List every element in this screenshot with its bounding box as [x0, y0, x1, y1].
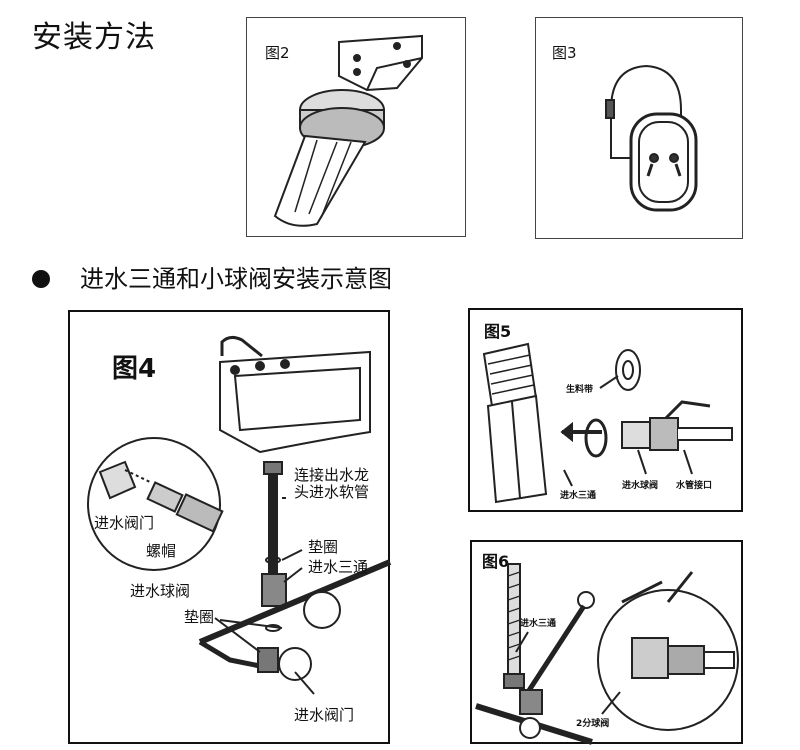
callout-hose-line-1: 连接出水龙	[294, 466, 370, 484]
figure-5-panel: 图5 生料带 进水三通 进水球阀	[468, 308, 743, 512]
figure-5-label: 图5	[484, 322, 512, 341]
figure-2-panel: 图2	[246, 17, 466, 237]
fig6-callout-tee: 进水三通	[520, 619, 557, 629]
fig5-callout-tape: 生料带	[566, 385, 594, 395]
figure-6-label: 图6	[482, 552, 510, 571]
callout-inlet-valve-bottom: 进水阀门	[294, 706, 355, 724]
fig6-callout-valve: 2分球阀	[576, 719, 610, 729]
page-title: 安装方法	[32, 20, 156, 55]
callout-tee: 进水三通	[308, 558, 369, 576]
figure-2-drawing	[273, 34, 423, 227]
figure-6-panel: 图6 进水三通 2分球阀	[470, 540, 743, 745]
section-title: 进水三通和小球阀安装示意图	[80, 265, 392, 293]
figure-4-panel: 图4	[68, 310, 392, 744]
fig5-callout-pipe-connector: 水管接口	[676, 481, 713, 491]
fig5-callout-tee: 进水三通	[560, 491, 597, 501]
fig5-callout-ball-valve: 进水球阀	[622, 481, 659, 491]
figure-6-drawing	[475, 563, 739, 745]
figure-4-drawing	[87, 335, 392, 695]
figure-4-label: 图4	[112, 354, 157, 384]
callout-gasket-bottom: 垫圈	[184, 608, 215, 626]
callout-gasket-top: 垫圈	[308, 538, 339, 556]
figure-2-label: 图2	[265, 44, 290, 62]
figure-3-drawing	[605, 64, 698, 212]
section-heading: 进水三通和小球阀安装示意图	[32, 262, 392, 296]
figure-5-drawing	[482, 342, 733, 504]
callout-nut: 螺帽	[146, 542, 177, 560]
callout-inlet-valve-inset: 进水阀门	[94, 514, 155, 532]
callout-ball-valve: 进水球阀	[130, 582, 191, 600]
callout-hose-line-2: 头进水软管	[294, 483, 370, 501]
figure-3-panel: 图3	[535, 17, 743, 239]
figure-3-label: 图3	[552, 44, 577, 62]
bullet-dot	[32, 270, 50, 288]
